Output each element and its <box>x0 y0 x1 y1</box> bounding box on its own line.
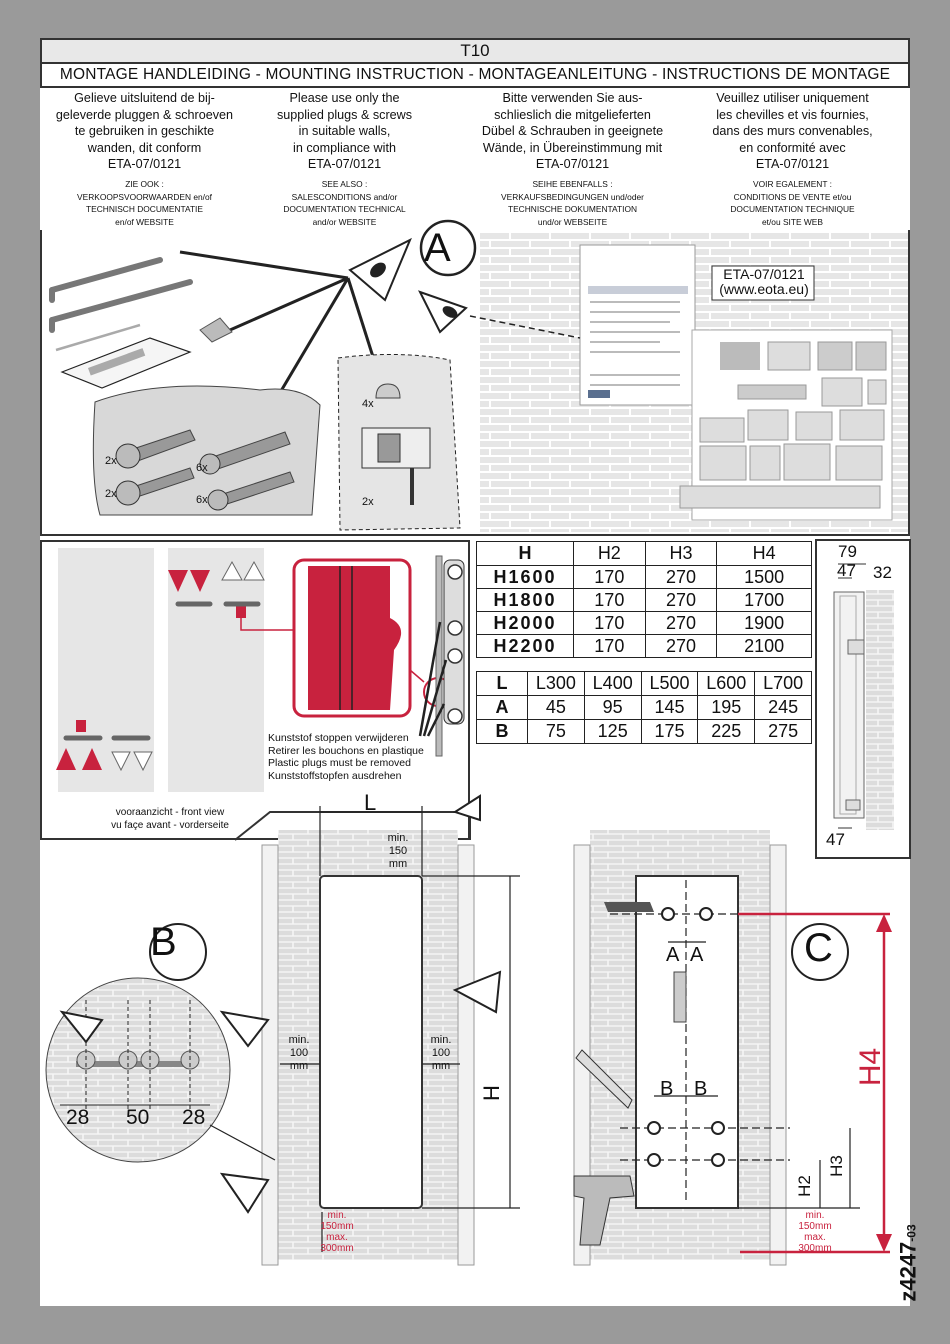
dim-H3: H3 <box>826 1155 846 1177</box>
table-header: H2 <box>573 541 646 566</box>
dim-79: 79 <box>838 542 857 561</box>
model-title: T10 <box>40 38 910 64</box>
dim-H2: H2 <box>794 1175 814 1197</box>
document-code: z4247-03 <box>895 1224 921 1302</box>
intro-nl: Gelieve uitsluitend de bij-geleverde plu… <box>55 91 234 171</box>
see-also-fr: VOIR EGALEMENT :CONDITIONS DE VENTE et/o… <box>730 179 855 227</box>
eta-certificate <box>579 244 696 406</box>
qty-label: 6x <box>196 462 208 474</box>
dim-H4: H4 <box>854 1047 888 1087</box>
section-a-panel <box>40 230 910 536</box>
dim-50: 50 <box>126 1106 150 1129</box>
qty-label: 2x <box>362 496 374 508</box>
intro-de: Bitte verwenden Sie aus-schlieslich die … <box>481 91 664 171</box>
table-header: L300 <box>527 671 585 696</box>
table-header: L500 <box>640 671 699 696</box>
dim-L: L <box>364 790 377 815</box>
instruction-heading: MONTAGE HANDLEIDING - MOUNTING INSTRUCTI… <box>40 64 910 88</box>
dim-A: A <box>690 944 704 966</box>
dim-A: A <box>666 944 680 966</box>
eta-label: ETA-07/0121(www.eota.eu) <box>719 266 809 297</box>
dim-47-top: 47 <box>837 561 856 580</box>
table-header: L400 <box>583 671 642 696</box>
qty-label: 2x <box>105 488 117 500</box>
dim-32: 32 <box>873 563 892 582</box>
table-header: L700 <box>754 671 812 696</box>
qty-label: 2x <box>105 455 117 467</box>
qty-label: 4x <box>362 398 374 410</box>
table-header: H <box>476 541 574 566</box>
dim-B: B <box>660 1078 674 1100</box>
see-also-de: SEIHE EBENFALLS :VERKAUFSBEDINGUNGEN und… <box>501 179 644 227</box>
dim-B: B <box>694 1078 708 1100</box>
table-header: L <box>476 671 528 696</box>
plug-removal-panel <box>40 540 470 840</box>
dim-28-left: 28 <box>66 1106 90 1129</box>
qty-label: 6x <box>196 494 208 506</box>
section-b-label: B <box>150 920 177 964</box>
table-header: H3 <box>644 541 718 566</box>
dim-H: H <box>478 1085 504 1101</box>
dim-28-right: 28 <box>182 1106 206 1129</box>
table-header: H4 <box>716 541 812 566</box>
section-a-label: A <box>424 226 451 270</box>
dim-47-bottom: 47 <box>826 830 845 849</box>
section-c-label: C <box>804 926 833 970</box>
